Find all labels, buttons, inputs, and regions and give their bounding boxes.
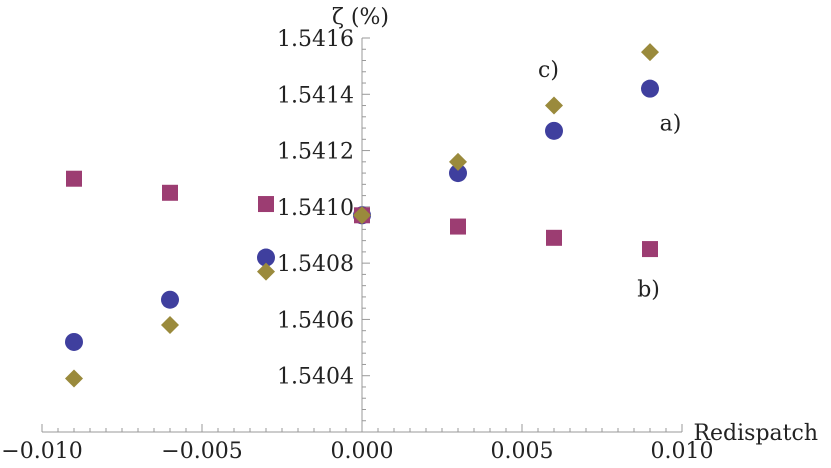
data-point-circle <box>641 79 659 98</box>
data-point-square <box>258 196 274 213</box>
y-axis-title: ζ (%) <box>332 5 389 30</box>
series-annotation: b) <box>637 277 660 302</box>
data-point-diamond <box>641 43 659 62</box>
data-point-square <box>162 184 178 201</box>
y-tick-label: 1.5408 <box>277 252 354 277</box>
data-point-circle <box>161 290 179 309</box>
x-tick-label: 0.005 <box>491 439 554 464</box>
data-point-circle <box>449 164 467 183</box>
data-point-square <box>66 170 82 187</box>
data-point-diamond <box>65 369 83 388</box>
x-tick-label: 0.000 <box>331 439 394 464</box>
y-tick-label: 1.5406 <box>277 308 354 333</box>
x-axis-title: Redispatch <box>693 421 818 446</box>
x-tick-label: −0.010 <box>1 439 82 464</box>
data-point-square <box>642 241 658 258</box>
chart-labels: −0.010 −0.005 0.000 0.005 0.010 1.5404 1.5406 1… <box>1 27 713 464</box>
data-point-diamond <box>449 152 467 171</box>
data-point-circle <box>65 332 83 351</box>
axes <box>41 37 683 433</box>
data-point-diamond <box>545 96 563 115</box>
y-tick-label: 1.5416 <box>277 27 354 52</box>
y-tick-label: 1.5414 <box>277 83 354 108</box>
x-tick-label: −0.005 <box>161 439 242 464</box>
data-marks <box>65 43 659 388</box>
y-tick-label: 1.5410 <box>277 196 354 221</box>
y-tick-label: 1.5412 <box>277 140 354 165</box>
x-tick-label: 0.010 <box>651 439 714 464</box>
data-point-circle <box>257 248 275 267</box>
series-annotation: a) <box>660 111 682 136</box>
data-point-diamond <box>257 262 275 281</box>
data-point-circle <box>545 121 563 140</box>
data-point-square <box>546 229 562 246</box>
data-point-diamond <box>353 206 371 225</box>
y-tick-label: 1.5404 <box>277 365 354 390</box>
data-point-diamond <box>161 316 179 335</box>
series-annotation: c) <box>538 58 559 83</box>
data-point-square <box>450 218 466 235</box>
